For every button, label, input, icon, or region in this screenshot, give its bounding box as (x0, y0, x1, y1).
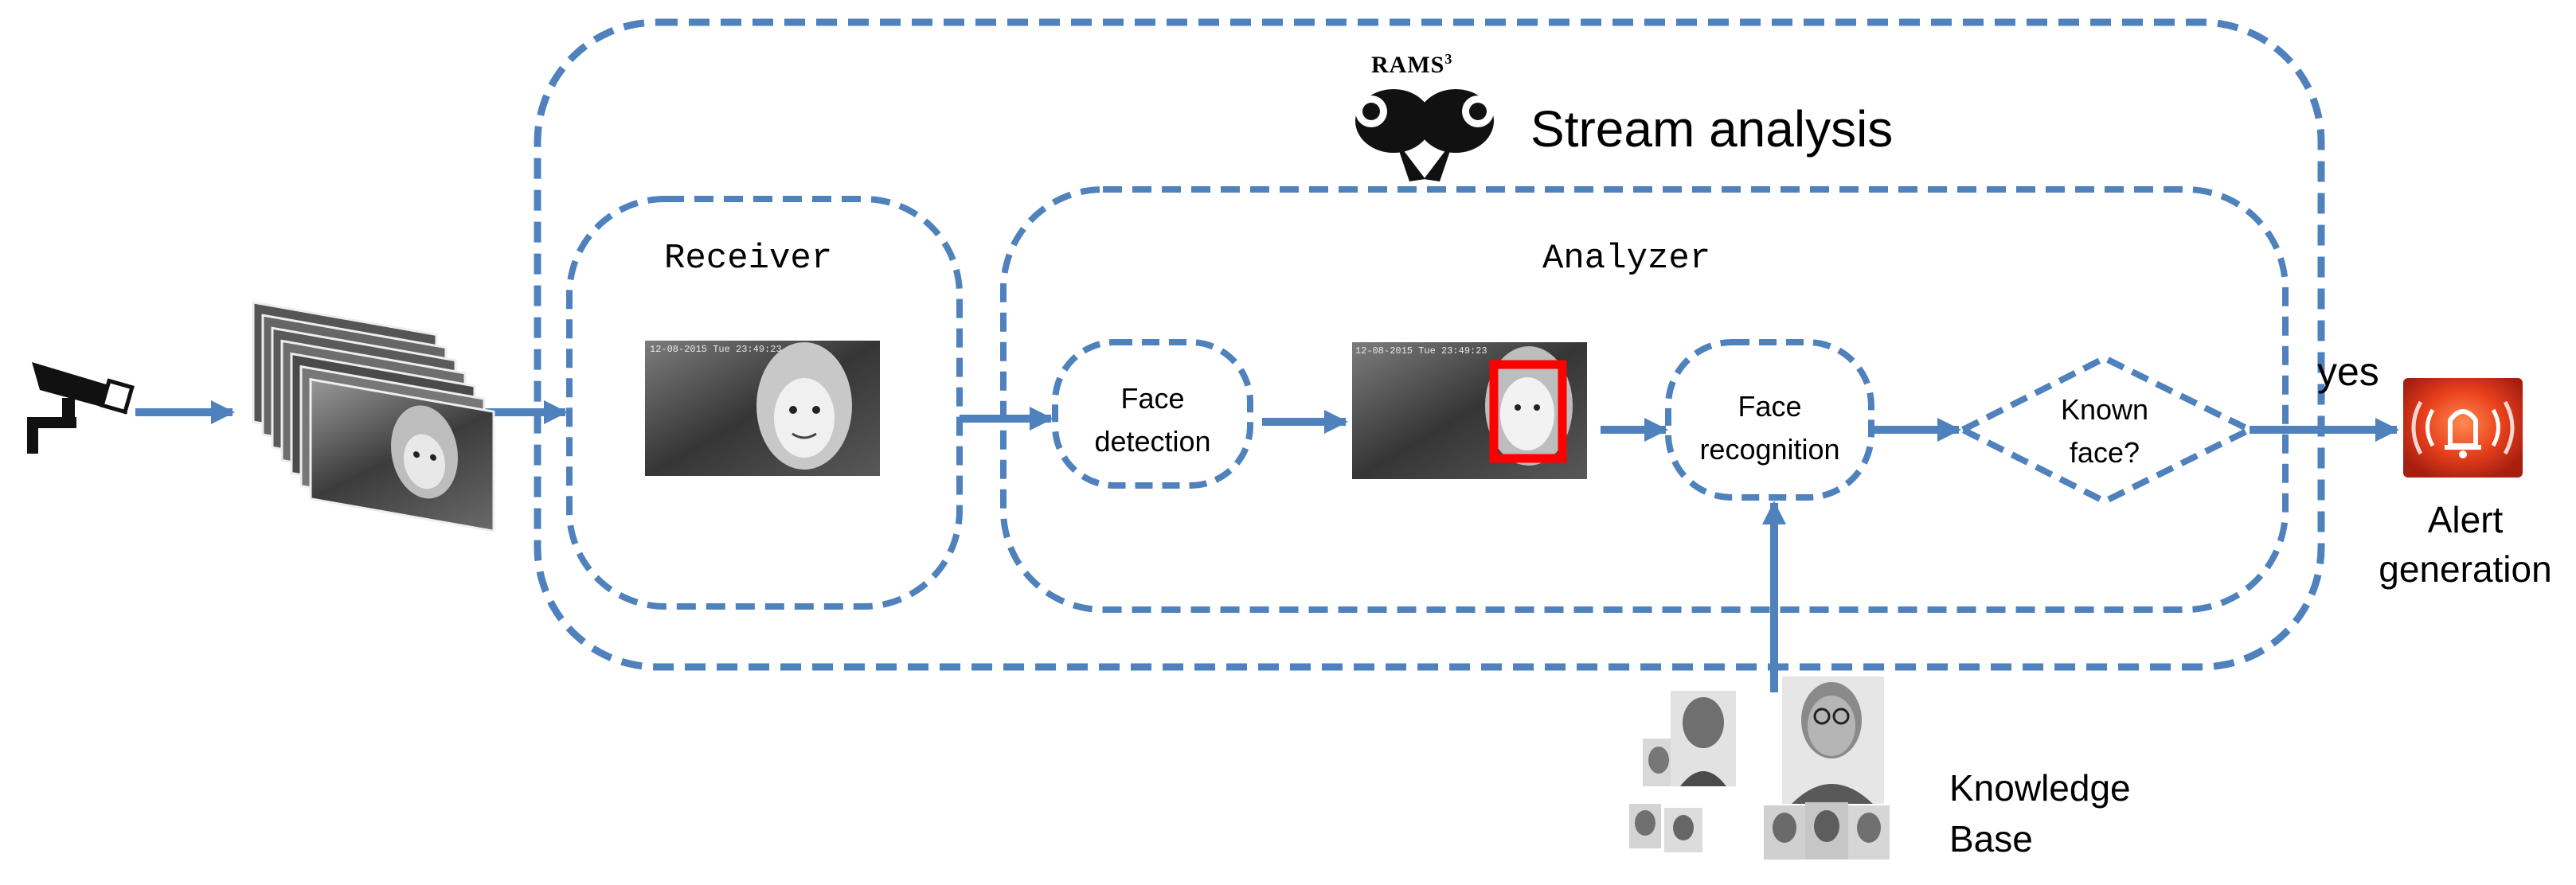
analyzer-frame-timestamp: 12-08-2015 Tue 23:49:23 (1355, 345, 1487, 357)
face-photos-icon (1629, 676, 1890, 860)
knowledge-base-line1: Knowledge (1949, 767, 2131, 809)
face-recognition-label: Face recognition (1668, 385, 1871, 471)
stream-analysis-container (534, 18, 2325, 671)
face-detection-line2: detection (1094, 425, 1211, 458)
alert-generation-label: Alert generation (2361, 495, 2570, 594)
analyzer-label: Analyzer (1542, 239, 1711, 279)
receiver-frame-timestamp: 12-08-2015 Tue 23:49:23 (650, 344, 782, 355)
known-face-label: Known face? (2025, 388, 2184, 474)
knowledge-base-line2: Base (1949, 818, 2033, 860)
security-camera-icon (27, 362, 135, 454)
face-recognition-line1: Face (1738, 390, 1802, 423)
face-recognition-line2: recognition (1699, 433, 1840, 466)
receiver-container (566, 196, 963, 610)
ram-logo-icon (1355, 89, 1494, 181)
known-face-line1: Known (2060, 393, 2149, 426)
yes-label: yes (2317, 349, 2379, 394)
alarm-bell-icon (2403, 378, 2523, 478)
stream-analysis-title: Stream analysis (1530, 100, 1894, 158)
receiver-label: Receiver (664, 239, 833, 279)
known-face-line2: face? (2069, 436, 2140, 469)
face-detection-label: Face detection (1055, 377, 1250, 463)
face-detection-box (1052, 339, 1253, 489)
face-recognition-box (1665, 339, 1874, 501)
analyzer-frame-image (1352, 342, 1587, 479)
receiver-frame-image (645, 341, 880, 476)
knowledge-base-label: Knowledge Base (1949, 762, 2131, 864)
face-detection-line1: Face (1120, 382, 1185, 415)
logo-text: RAMS3 (1371, 51, 1453, 78)
alert-line1: Alert (2427, 499, 2504, 540)
video-frames-icon (252, 301, 495, 533)
face-detection-highlight (1489, 360, 1567, 463)
analyzer-container (1000, 186, 2289, 613)
alert-line2: generation (2379, 548, 2552, 590)
